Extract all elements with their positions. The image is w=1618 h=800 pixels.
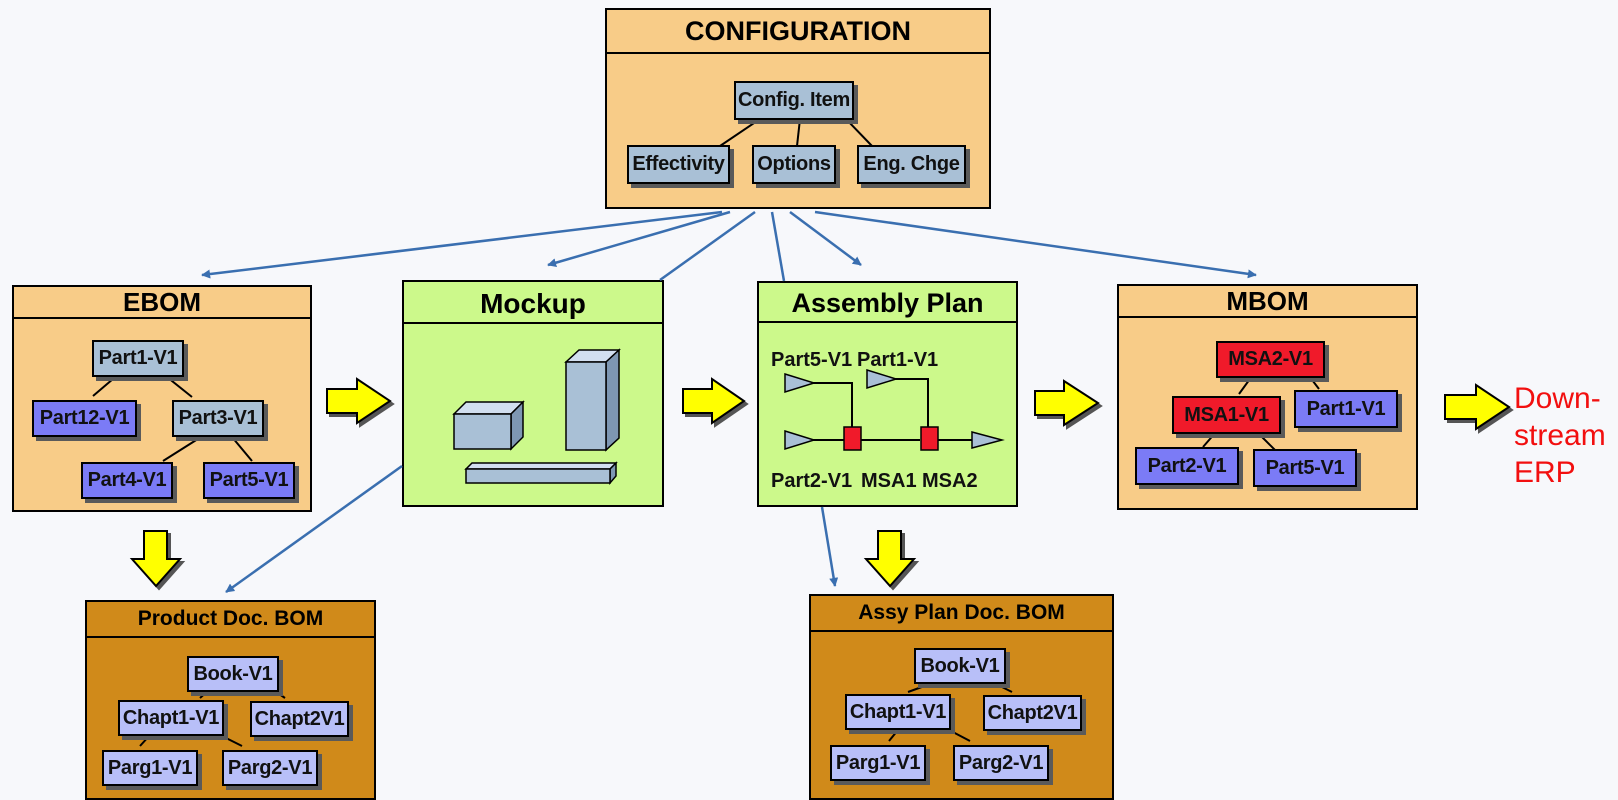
msa2-station: [920, 426, 939, 451]
flow-arrow-mockup-to-assembly: [682, 377, 746, 425]
flow-arrow-mbom-to-erp: [1444, 383, 1511, 431]
eng-change-node: Eng. Chge: [857, 145, 966, 184]
mbom-title: MBOM: [1119, 286, 1416, 318]
connector-mockup-to-product-doc: [225, 464, 403, 594]
connector-config-to-ebom: [201, 210, 723, 279]
mbom-msa1-node: MSA1-V1: [1172, 396, 1281, 434]
part5-input-marker: [784, 372, 817, 394]
mbom-msa2-node: MSA2-V1: [1216, 341, 1325, 378]
assembly-flow-schematic: [784, 368, 1005, 451]
part1-input-marker: [866, 368, 899, 390]
assy-chapt2-node: Chapt2V1: [983, 695, 1082, 731]
assembly-plan-panel: Assembly Plan: [757, 281, 1018, 507]
config-item-node: Config. Item: [734, 81, 854, 120]
assembly-msa1-label: MSA1: [861, 470, 917, 492]
msa1-station: [843, 426, 862, 451]
assy-book-node: Book-V1: [914, 648, 1006, 684]
product-chapt1-node: Chapt1-V1: [118, 700, 224, 736]
assy-parg1-node: Parg1-V1: [830, 745, 926, 781]
ebom-part1-node: Part1-V1: [92, 340, 184, 377]
mbom-part2-node: Part2-V1: [1135, 447, 1239, 485]
ebom-panel: EBOM: [12, 285, 312, 512]
downstream-line2: stream: [1514, 419, 1606, 452]
connector-config-to-assembly: [770, 211, 786, 282]
connector-config-to-assembly-arrow: [789, 210, 862, 267]
assembly-part2-label: Part2-V1: [771, 470, 853, 492]
downstream-erp-label: Down- stream ERP: [1514, 380, 1606, 491]
mockup-3d-shapes: [452, 348, 621, 486]
assembly-part1-label: Part1-V1: [857, 349, 939, 371]
mockup-title: Mockup: [404, 282, 662, 324]
flow-arrow-ebom-to-mockup: [326, 377, 392, 425]
downstream-line3: ERP: [1514, 456, 1576, 489]
connector-config-to-product-doc: [659, 210, 756, 282]
flow-arrow-assembly-to-mbom: [1034, 379, 1100, 427]
options-node: Options: [752, 145, 836, 184]
effectivity-node: Effectivity: [627, 145, 730, 184]
assy-chapt1-node: Chapt1-V1: [845, 694, 951, 730]
assembly-plan-title: Assembly Plan: [759, 283, 1016, 323]
mbom-part5-node: Part5-V1: [1253, 449, 1357, 487]
connector-config-to-mockup: [547, 210, 731, 268]
product-doc-bom-title: Product Doc. BOM: [87, 602, 374, 638]
product-book-node: Book-V1: [187, 656, 279, 692]
mbom-part1-node: Part1-V1: [1294, 390, 1398, 428]
ebom-part5-node: Part5-V1: [203, 462, 295, 499]
output-marker: [971, 431, 1005, 449]
product-parg2-node: Parg2-V1: [222, 750, 318, 786]
connector-assembly-to-assy-doc: [820, 506, 839, 587]
ebom-part4-node: Part4-V1: [81, 462, 173, 499]
assy-parg2-node: Parg2-V1: [953, 745, 1049, 781]
product-parg1-node: Parg1-V1: [102, 750, 198, 786]
downstream-line1: Down-: [1514, 382, 1601, 415]
connector-config-to-mbom: [814, 210, 1257, 279]
part2-input-marker: [784, 429, 817, 451]
assembly-part5-label: Part5-V1: [771, 349, 853, 371]
flow-arrow-assembly-to-assy-doc: [863, 530, 917, 588]
product-chapt2-node: Chapt2V1: [250, 701, 349, 737]
flow-arrow-ebom-to-product-doc: [129, 530, 183, 588]
ebom-part3-node: Part3-V1: [172, 400, 264, 437]
ebom-title: EBOM: [14, 287, 310, 319]
mockup-panel: Mockup: [402, 280, 664, 507]
assy-plan-doc-bom-title: Assy Plan Doc. BOM: [811, 596, 1112, 632]
ebom-part12-node: Part12-V1: [32, 400, 137, 437]
assembly-msa2-label: MSA2: [922, 470, 978, 492]
configuration-title: CONFIGURATION: [607, 10, 989, 54]
